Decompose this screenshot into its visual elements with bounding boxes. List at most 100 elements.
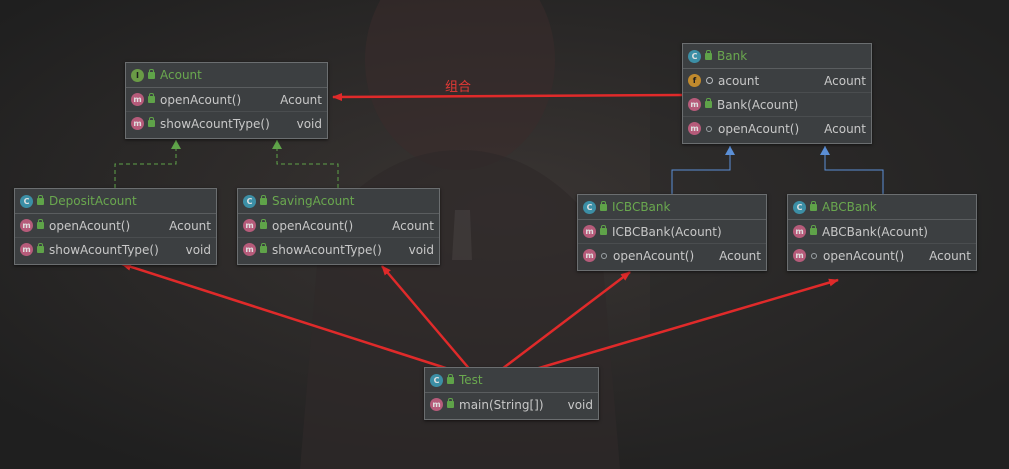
member-name: Bank(Acount) (717, 97, 799, 112)
public-lock-icon (447, 398, 454, 408)
member-row: m openAcount() Acount (15, 214, 216, 238)
member-row: m ABCBank(Acount) (788, 220, 976, 244)
public-lock-icon (600, 200, 607, 211)
method-icon: m (583, 249, 596, 262)
member-name: openAcount() (272, 218, 354, 233)
class-box-acount[interactable]: I Acount m openAcount() Acount m showAco… (125, 62, 328, 139)
public-lock-icon (37, 219, 44, 229)
member-name: ABCBank(Acount) (822, 224, 928, 239)
member-row: m openAcount() Acount (578, 244, 766, 267)
method-icon: m (131, 93, 144, 106)
class-box-test[interactable]: C Test m main(String[]) void (424, 367, 599, 420)
interface-icon: I (131, 68, 144, 82)
class-box-saving-acount[interactable]: C SavingAcount m openAcount() Acount m s… (237, 188, 440, 265)
class-header: C DepositAcount (15, 189, 216, 214)
member-row: m openAcount() Acount (126, 88, 327, 112)
public-lock-icon (148, 68, 155, 79)
member-name: showAcountType() (160, 116, 270, 131)
member-row: f acount Acount (683, 69, 871, 93)
class-header: C ABCBank (788, 195, 976, 220)
member-row: m ICBCBank(Acount) (578, 220, 766, 244)
class-header: C Bank (683, 44, 871, 69)
member-name: openAcount() (718, 121, 800, 136)
public-lock-icon (148, 93, 155, 103)
member-type: Acount (929, 248, 971, 263)
class-box-bank[interactable]: C Bank f acount Acount m Bank(Acount) m … (682, 43, 872, 144)
class-header: C SavingAcount (238, 189, 439, 214)
class-header: I Acount (126, 63, 327, 88)
member-type: Acount (824, 73, 866, 88)
method-icon: m (243, 243, 256, 256)
method-icon: m (20, 243, 33, 256)
member-name: ICBCBank(Acount) (612, 224, 722, 239)
class-name: Acount (160, 68, 202, 82)
member-type: Acount (280, 92, 322, 107)
method-icon: m (793, 249, 806, 262)
public-lock-icon (447, 373, 454, 384)
member-row: m Bank(Acount) (683, 93, 871, 117)
class-icon: C (243, 194, 256, 208)
member-type: Acount (719, 248, 761, 263)
class-name: Test (459, 373, 483, 387)
method-icon: m (20, 219, 33, 232)
class-box-abc-bank[interactable]: C ABCBank m ABCBank(Acount) m openAcount… (787, 194, 977, 271)
member-type: void (185, 242, 211, 257)
member-name: openAcount() (160, 92, 242, 107)
member-type: void (296, 116, 322, 131)
member-row: m openAcount() Acount (683, 117, 871, 140)
public-lock-icon (810, 200, 817, 211)
member-name: showAcountType() (272, 242, 382, 257)
class-box-icbc-bank[interactable]: C ICBCBank m ICBCBank(Acount) m openAcou… (577, 194, 767, 271)
class-name: SavingAcount (272, 194, 355, 208)
member-name: showAcountType() (49, 242, 159, 257)
class-icon: C (430, 373, 443, 387)
public-lock-icon (37, 243, 44, 253)
class-name: Bank (717, 49, 748, 63)
public-lock-icon (37, 194, 44, 205)
method-icon: m (430, 398, 443, 411)
member-type: void (567, 397, 593, 412)
public-lock-icon (260, 219, 267, 229)
member-row: m showAcountType() void (126, 112, 327, 135)
member-row: m openAcount() Acount (238, 214, 439, 238)
class-icon: C (20, 194, 33, 208)
public-lock-icon (705, 98, 712, 108)
public-lock-icon (260, 243, 267, 253)
class-box-deposit-acount[interactable]: C DepositAcount m openAcount() Acount m … (14, 188, 217, 265)
member-name: openAcount() (49, 218, 131, 233)
member-name: acount (718, 73, 760, 88)
class-name: ICBCBank (612, 200, 671, 214)
member-type: Acount (169, 218, 211, 233)
field-icon: f (688, 74, 701, 87)
package-private-icon (811, 252, 817, 259)
public-lock-icon (600, 225, 607, 235)
public-lock-icon (260, 194, 267, 205)
member-name: openAcount() (613, 248, 695, 263)
package-private-icon (706, 125, 712, 132)
class-icon: C (583, 200, 596, 214)
class-header: C ICBCBank (578, 195, 766, 220)
private-key-icon (706, 77, 713, 84)
member-row: m openAcount() Acount (788, 244, 976, 267)
method-icon: m (688, 122, 701, 135)
member-type: void (408, 242, 434, 257)
method-icon: m (131, 117, 144, 130)
package-private-icon (601, 252, 607, 259)
class-header: C Test (425, 368, 598, 393)
composition-label: 组合 (445, 80, 472, 95)
member-row: m showAcountType() void (238, 238, 439, 261)
public-lock-icon (810, 225, 817, 235)
member-name: main(String[]) (459, 397, 544, 412)
method-icon: m (688, 98, 701, 111)
method-icon: m (583, 225, 596, 238)
method-icon: m (243, 219, 256, 232)
class-name: DepositAcount (49, 194, 137, 208)
member-type: Acount (392, 218, 434, 233)
member-type: Acount (824, 121, 866, 136)
member-row: m showAcountType() void (15, 238, 216, 261)
class-name: ABCBank (822, 200, 877, 214)
abstract-class-icon: C (688, 49, 701, 63)
member-row: m main(String[]) void (425, 393, 598, 416)
class-icon: C (793, 200, 806, 214)
public-lock-icon (148, 117, 155, 127)
